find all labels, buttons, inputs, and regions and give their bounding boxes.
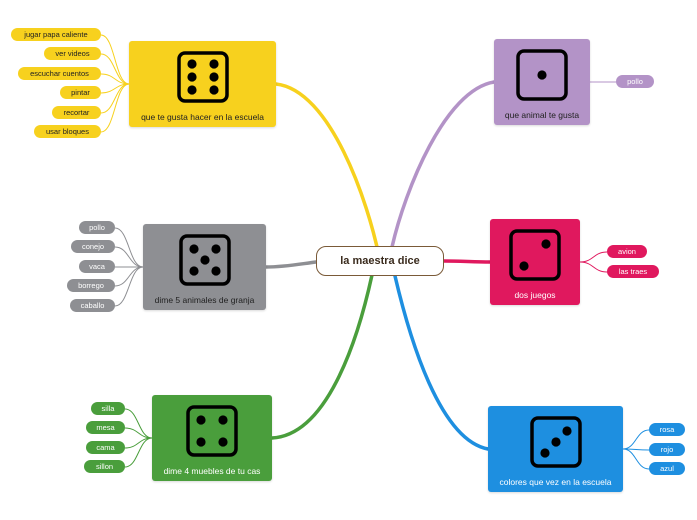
leaf-usar-bloques[interactable]: usar bloques <box>34 125 101 138</box>
central-topic[interactable]: la maestra dice <box>316 246 444 276</box>
dice-five-icon <box>178 234 231 286</box>
leaf-sillon[interactable]: sillon <box>84 460 125 473</box>
leaf-pollo[interactable]: pollo <box>616 75 654 88</box>
leaf-pintar[interactable]: pintar <box>60 86 101 99</box>
leaf-pollo[interactable]: pollo <box>79 221 115 234</box>
branch-muebles-de-tu-casa[interactable]: dime 4 muebles de tu cas <box>152 395 272 481</box>
leaf-caballo[interactable]: caballo <box>70 299 115 312</box>
branch-label: que te gusta hacer en la escuela <box>141 112 264 122</box>
leaf-rojo[interactable]: rojo <box>649 443 685 456</box>
central-topic-label: la maestra dice <box>340 255 420 267</box>
leaf-mesa[interactable]: mesa <box>86 421 125 434</box>
branch-colores-en-la-escuela[interactable]: colores que vez en la escuela <box>488 406 623 492</box>
leaf-recortar[interactable]: recortar <box>52 106 101 119</box>
dice-one-icon <box>516 49 568 101</box>
leaf-borrego[interactable]: borrego <box>67 279 115 292</box>
branch-dos-juegos[interactable]: dos juegos <box>490 219 580 305</box>
dice-four-icon <box>186 405 238 457</box>
branch-label: dime 4 muebles de tu cas <box>163 466 261 476</box>
dice-two-icon <box>509 229 561 281</box>
branch-que-te-gusta-hacer[interactable]: que te gusta hacer en la escuela <box>129 41 276 127</box>
branch-que-animal-te-gusta[interactable]: que animal te gusta <box>494 39 590 125</box>
leaf-avion[interactable]: avion <box>607 245 647 258</box>
branch-label: que animal te gusta <box>504 110 580 120</box>
leaf-las-traes[interactable]: las traes <box>607 265 659 278</box>
branch-animales-de-granja[interactable]: dime 5 animales de granja <box>143 224 266 310</box>
leaf-azul[interactable]: azul <box>649 462 685 475</box>
leaf-cama[interactable]: cama <box>86 441 125 454</box>
leaf-rosa[interactable]: rosa <box>649 423 685 436</box>
branch-label: dos juegos <box>514 290 556 300</box>
leaf-conejo[interactable]: conejo <box>71 240 115 253</box>
branch-label: colores que vez en la escuela <box>499 477 612 487</box>
leaf-ver-videos[interactable]: ver videos <box>44 47 101 60</box>
leaf-escuchar-cuentos[interactable]: escuchar cuentos <box>18 67 101 80</box>
leaf-silla[interactable]: silla <box>91 402 125 415</box>
dice-three-icon <box>529 416 582 468</box>
leaf-jugar-papa-caliente[interactable]: jugar papa caliente <box>11 28 101 41</box>
branch-label: dime 5 animales de granja <box>154 295 255 305</box>
leaf-vaca[interactable]: vaca <box>79 260 115 273</box>
dice-six-icon <box>176 51 229 103</box>
